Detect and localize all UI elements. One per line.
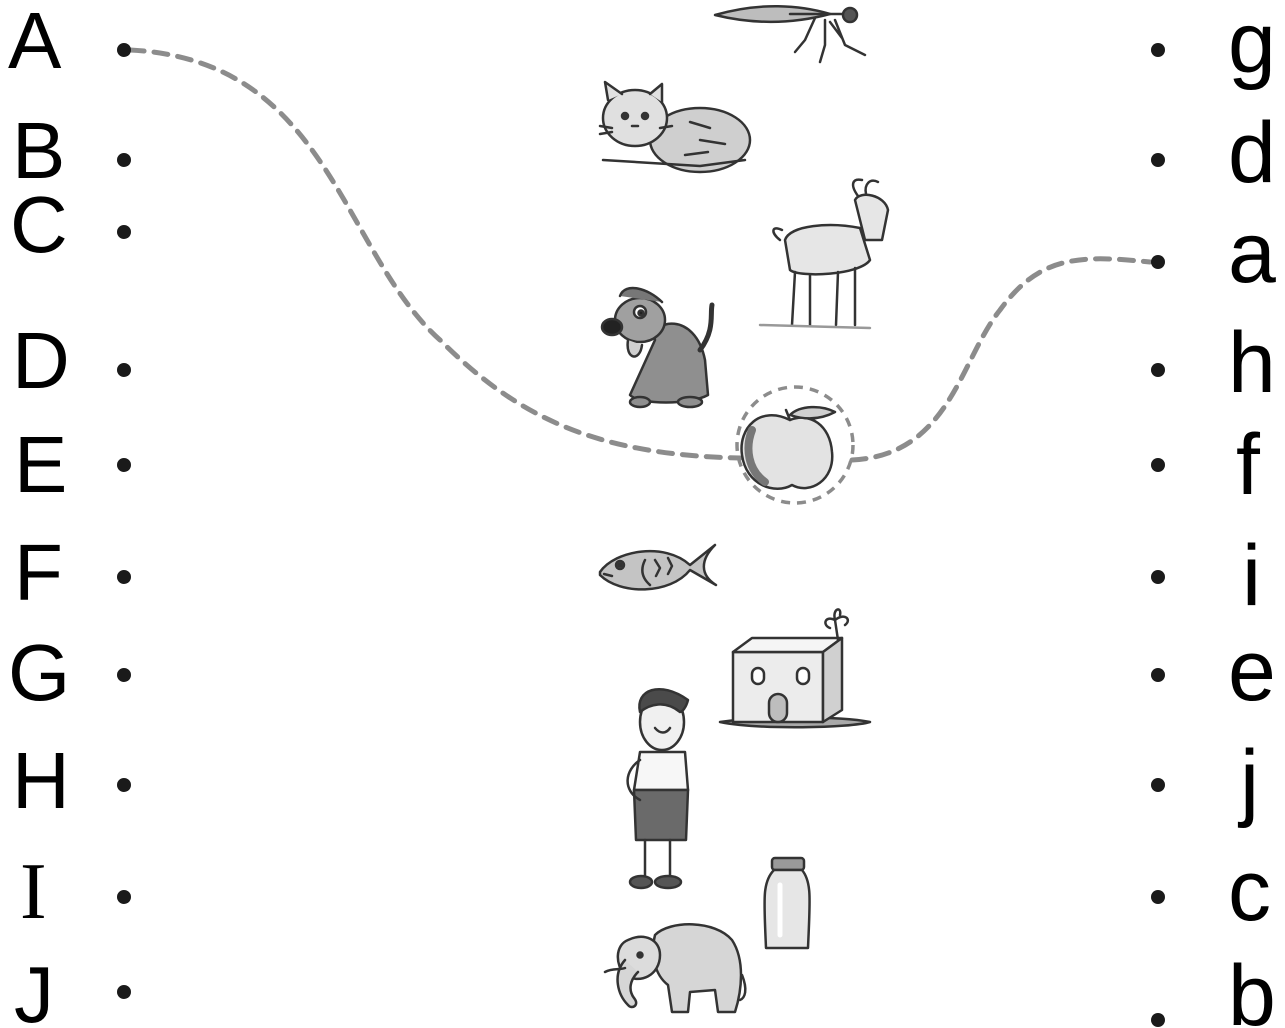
right-dot-h[interactable] bbox=[1151, 363, 1165, 377]
right-label-c: c bbox=[1228, 843, 1271, 939]
right-dot-c[interactable] bbox=[1151, 890, 1165, 904]
left-label-i: I bbox=[20, 848, 47, 936]
left-label-f: F bbox=[14, 528, 63, 617]
right-label-h: h bbox=[1228, 315, 1276, 411]
goat-picture bbox=[760, 180, 888, 328]
right-dot-e[interactable] bbox=[1151, 668, 1165, 682]
left-label-d: D bbox=[12, 316, 70, 405]
left-dot-d[interactable] bbox=[117, 363, 131, 377]
left-label-j: J bbox=[14, 950, 54, 1028]
right-label-e: e bbox=[1228, 623, 1276, 719]
right-dot-f[interactable] bbox=[1151, 458, 1165, 472]
cat-picture bbox=[600, 82, 750, 172]
left-dot-a[interactable] bbox=[117, 43, 131, 57]
elephant-picture bbox=[605, 924, 745, 1012]
right-label-f: f bbox=[1236, 417, 1261, 513]
left-label-h: H bbox=[12, 736, 70, 825]
left-dot-h[interactable] bbox=[117, 778, 131, 792]
right-label-j: j bbox=[1237, 733, 1259, 829]
right-dot-a[interactable] bbox=[1151, 255, 1165, 269]
right-label-d: d bbox=[1228, 105, 1276, 201]
example-line-right bbox=[852, 259, 1150, 460]
left-dot-c[interactable] bbox=[117, 225, 131, 239]
right-dot-b[interactable] bbox=[1151, 1013, 1165, 1027]
right-label-g: g bbox=[1228, 0, 1276, 91]
right-label-i: i bbox=[1242, 528, 1261, 624]
right-dot-i[interactable] bbox=[1151, 570, 1165, 584]
right-label-b: b bbox=[1228, 948, 1276, 1028]
apple-picture bbox=[742, 407, 835, 489]
left-dot-f[interactable] bbox=[117, 570, 131, 584]
boy-picture bbox=[628, 689, 688, 888]
left-label-a: A bbox=[8, 0, 62, 85]
left-dot-g[interactable] bbox=[117, 668, 131, 682]
left-dot-j[interactable] bbox=[117, 985, 131, 999]
fish-picture bbox=[600, 545, 716, 589]
left-label-g: G bbox=[8, 628, 70, 717]
right-dot-d[interactable] bbox=[1151, 153, 1165, 167]
dog-picture bbox=[602, 288, 712, 407]
right-label-a: a bbox=[1228, 205, 1276, 301]
right-dot-g[interactable] bbox=[1151, 43, 1165, 57]
right-dot-j[interactable] bbox=[1151, 778, 1165, 792]
left-dot-e[interactable] bbox=[117, 458, 131, 472]
left-label-c: C bbox=[10, 180, 68, 269]
house-picture bbox=[720, 609, 870, 727]
left-dot-b[interactable] bbox=[117, 153, 131, 167]
mosquito-picture bbox=[715, 6, 865, 62]
left-dot-i[interactable] bbox=[117, 890, 131, 904]
left-label-e: E bbox=[14, 420, 67, 509]
bottle-picture bbox=[764, 858, 809, 948]
